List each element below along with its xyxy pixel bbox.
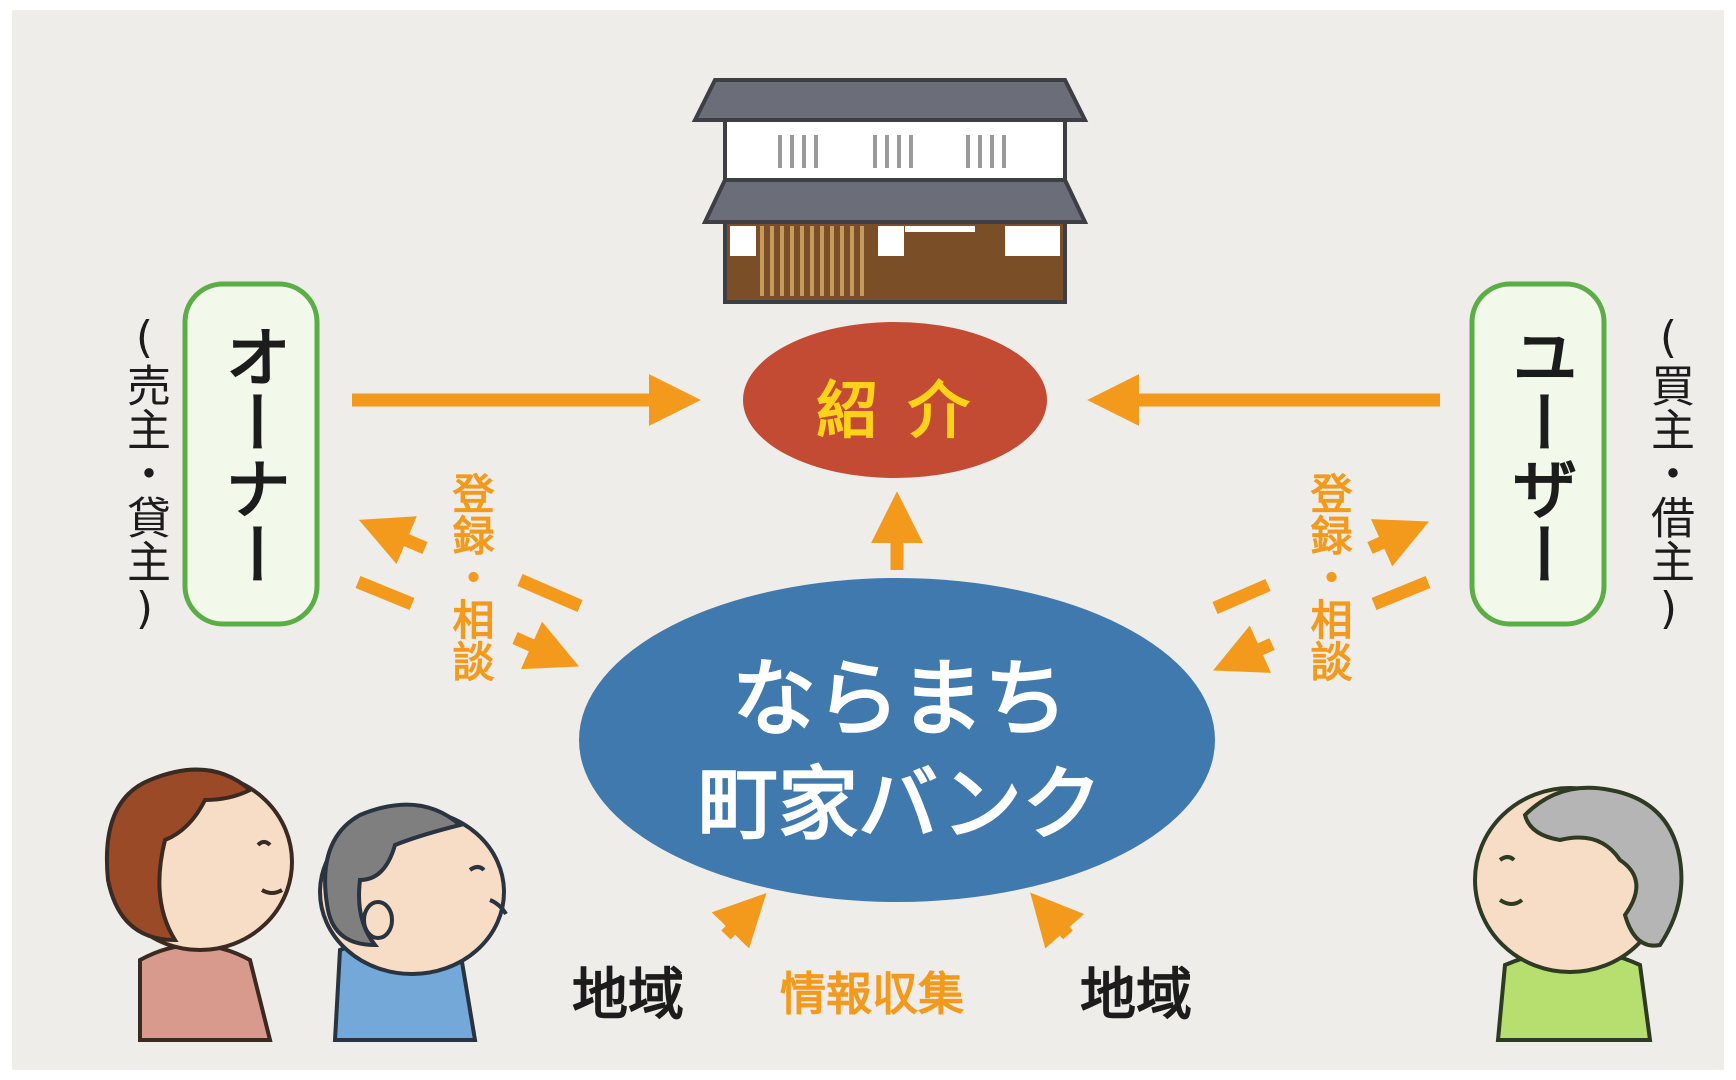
owner-label: オーナー bbox=[214, 323, 291, 587]
dash-owner-lower bbox=[355, 575, 415, 611]
region-left-label: 地域 bbox=[572, 963, 684, 1028]
arrow-to-user-upper bbox=[1367, 519, 1429, 567]
dash-left-upper bbox=[517, 574, 583, 612]
man-looking-up-icon bbox=[318, 802, 508, 1042]
left-register-consult-label: 登録・相談 bbox=[446, 472, 495, 682]
bank-name-line1: ならまち bbox=[731, 650, 1068, 748]
arrow-left-to-bank bbox=[512, 621, 580, 670]
user-label: ユーザー bbox=[1501, 323, 1578, 587]
region-right-label: 地域 bbox=[1080, 963, 1192, 1028]
machiya-house-icon bbox=[691, 78, 1089, 304]
owner-note: (売主・貸主) bbox=[119, 312, 170, 634]
center-ellipse bbox=[579, 578, 1215, 902]
bank-name-line2: 町家バンク bbox=[698, 758, 1102, 851]
arrow-right-to-bank bbox=[1213, 625, 1275, 673]
woman-looking-up-icon bbox=[104, 767, 294, 1042]
right-register-consult-label: 登録・相談 bbox=[1304, 472, 1353, 682]
arrow-to-owner-upper bbox=[358, 516, 428, 565]
dash-user-lower bbox=[1371, 575, 1431, 611]
arrow-region-right bbox=[1030, 892, 1085, 949]
info-collection-label: 情報収集 bbox=[780, 967, 964, 1021]
user-box bbox=[1469, 281, 1607, 627]
arrow-region-left bbox=[711, 893, 767, 949]
introduction-label: 紹 介 bbox=[816, 374, 974, 447]
dash-right-upper bbox=[1212, 579, 1271, 614]
user-note: (買主・借主) bbox=[1643, 312, 1694, 634]
introduction-ellipse bbox=[743, 322, 1047, 478]
owner-box bbox=[182, 281, 320, 627]
elder-looking-up-icon bbox=[1473, 785, 1684, 1042]
